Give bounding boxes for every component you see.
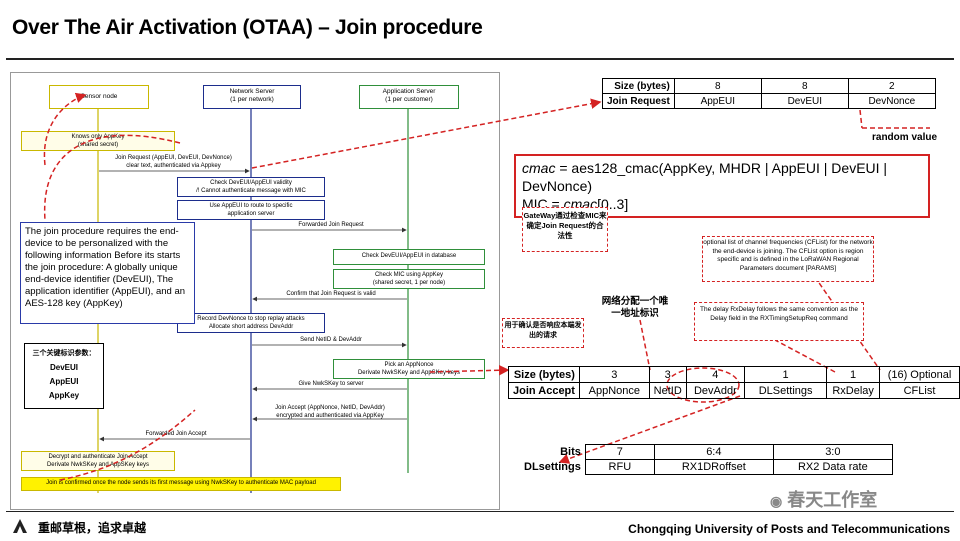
row-label: Join Accept: [508, 382, 580, 399]
msg-give-key: Give NwkSKey to server: [298, 381, 364, 387]
msg-join-accept: Join Accept (AppNonce, NetID, DevAddr)en…: [275, 405, 385, 419]
random-value-label: random value: [872, 132, 938, 143]
footer-divider: [6, 511, 954, 512]
watermark: ◉ 春天工作室: [770, 490, 878, 510]
wechat-icon: ◉: [770, 493, 783, 509]
size-cell: 8: [760, 78, 849, 94]
msg-join-request: Join Request (AppEUI, DevEUI, DevNonce)c…: [115, 155, 232, 169]
actor-network-server: Network Server(1 per network): [203, 85, 301, 109]
cflist-note: optional list of channel frequencies (CF…: [702, 236, 874, 282]
msg-send-netid: Send NetID & DevAddr: [300, 337, 362, 343]
size-header: Size (bytes): [602, 78, 675, 94]
actor-application-server: Application Server(1 per customer): [359, 85, 459, 109]
size-cell: 8: [673, 78, 762, 94]
devaddr-note: 网络分配一个唯一地址标识: [601, 296, 669, 319]
footer-slogan: 重邮草根，追求卓越: [38, 521, 147, 535]
bits-cell: 7: [584, 444, 655, 460]
size-cell: (16) Optional: [878, 366, 960, 383]
actor-sensor-node: Sensor node: [49, 85, 149, 109]
row-label: DLsettings: [524, 461, 581, 473]
bits-cell: 6:4: [653, 444, 774, 460]
field-cell: DevEUI: [760, 93, 849, 109]
note-check-dev: Check DevEUI/AppEUI validity/! Cannot au…: [177, 177, 325, 197]
join-request-table: Size (bytes) 8 8 2 Join Request AppEUI D…: [602, 78, 936, 109]
mic-formula-box: cmac = aes128_cmac(AppKey, MHDR | AppEUI…: [514, 154, 930, 218]
field-cell: DevAddr: [685, 382, 745, 399]
key-item: DevEUI: [49, 363, 78, 372]
bits-header: Bits: [560, 446, 581, 458]
key-item: AppKey: [48, 391, 80, 400]
dlsettings-table: Bits 7 6:4 3:0 DLsettings RFU RX1DRoffse…: [520, 444, 893, 475]
size-cell: 1: [743, 366, 828, 383]
size-header: Size (bytes): [508, 366, 580, 383]
page-title: Over The Air Activation (OTAA) – Join pr…: [12, 16, 483, 39]
footer-university: Chongqing University of Posts and Teleco…: [628, 522, 950, 536]
field-cell: CFList: [878, 382, 960, 399]
appnonce-note: 用于确认是否响应本端发出的请求: [502, 318, 584, 348]
note-check-mic: Check MIC using AppKey(shared secret, 1 …: [333, 269, 485, 289]
rxdelay-note: The delay RxDelay follows the same conve…: [694, 302, 864, 341]
field-cell: AppEUI: [673, 93, 762, 109]
field-cell: NetID: [648, 382, 687, 399]
note-check-db: Check DevEUI/AppEUI in database: [333, 249, 485, 265]
size-cell: 2: [847, 78, 936, 94]
size-cell: 3: [578, 366, 650, 383]
sequence-diagram: Sensor node Network Server(1 per network…: [10, 72, 500, 510]
note-join-confirmed: Join is confirmed once the node sends it…: [21, 477, 341, 491]
field-cell: DLSettings: [743, 382, 828, 399]
msg-forwarded-join-request: Forwarded Join Request: [298, 222, 364, 228]
join-requirements-text: The join procedure requires the end-devi…: [20, 222, 195, 324]
field-cell: RxDelay: [826, 382, 880, 399]
field-cell: RX1DRoffset: [653, 459, 774, 475]
msg-confirm-valid: Confirm that Join Request is valid: [286, 291, 376, 297]
field-cell: AppNonce: [578, 382, 650, 399]
sequence-lifelines: [97, 109, 409, 493]
row-label: Join Request: [602, 93, 675, 109]
title-divider: [6, 58, 954, 60]
gateway-mic-note: GateWay通过检查MIC来确定Join Request的合法性: [522, 207, 608, 252]
field-cell: RX2 Data rate: [772, 459, 893, 475]
size-cell: 1: [826, 366, 880, 383]
key-identifiers-box: 三个关键标识参数： DevEUI AppEUI AppKey: [24, 343, 104, 409]
field-cell: RFU: [584, 459, 655, 475]
size-cell: 3: [648, 366, 687, 383]
msg-forwarded-join-accept: Forwarded Join Accept: [145, 431, 207, 437]
join-accept-table: Size (bytes) 3 3 4 1 1 (16) Optional Joi…: [508, 366, 960, 399]
university-logo-icon: [10, 516, 30, 536]
key-item: AppEUI: [49, 377, 79, 386]
bits-cell: 3:0: [772, 444, 893, 460]
size-cell: 4: [685, 366, 745, 383]
field-cell: DevNonce: [847, 93, 936, 109]
